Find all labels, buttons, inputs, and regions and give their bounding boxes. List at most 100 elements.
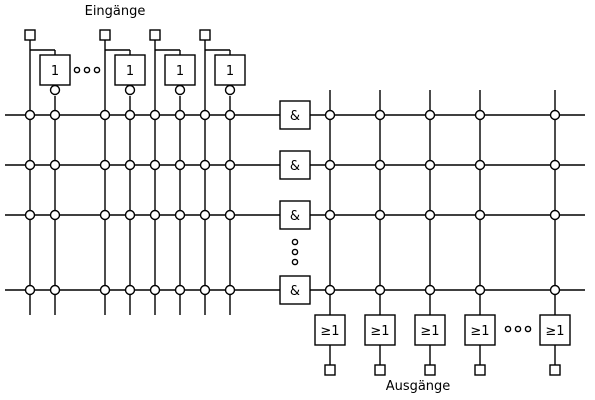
or-gate-label: ≥1: [545, 324, 564, 339]
or-gate-label: ≥1: [320, 324, 339, 339]
or-array-node: [549, 159, 561, 171]
inverter-gate-label: 1: [176, 64, 184, 79]
or-gate: [364, 314, 396, 346]
or-array-node: [424, 159, 436, 171]
inverter-gate: [39, 54, 71, 86]
or-gate: [414, 314, 446, 346]
ellipsis-dot: [291, 248, 299, 256]
or-array-node: [424, 109, 436, 121]
output-terminal: [474, 364, 486, 376]
and-array-node: [99, 284, 111, 296]
and-array-node: [149, 109, 161, 121]
outputs-label: Ausgänge: [386, 379, 451, 394]
or-array-node: [424, 284, 436, 296]
inverter-bubble: [124, 84, 136, 96]
or-array-node: [324, 109, 336, 121]
and-array-node: [124, 284, 136, 296]
and-array-node: [124, 209, 136, 221]
output-terminal: [549, 364, 561, 376]
inverter-gate-label: 1: [226, 64, 234, 79]
and-gate: [279, 100, 311, 130]
wires: [5, 40, 585, 365]
and-gate-label: &: [290, 159, 300, 174]
or-array-node: [474, 209, 486, 221]
and-array-node: [99, 209, 111, 221]
and-array-node: [174, 109, 186, 121]
and-gate: [279, 150, 311, 180]
and-array-node: [174, 284, 186, 296]
inverter-gate: [114, 54, 146, 86]
and-array-node: [24, 159, 36, 171]
or-array-node: [474, 159, 486, 171]
input-terminal: [149, 29, 161, 41]
and-array-node: [224, 284, 236, 296]
inverter-bubble: [174, 84, 186, 96]
ellipsis-dot: [83, 66, 91, 74]
input-terminal: [99, 29, 111, 41]
or-array-node: [324, 284, 336, 296]
and-array-node: [49, 284, 61, 296]
and-gate: [279, 200, 311, 230]
and-array-node: [174, 159, 186, 171]
ellipsis-dot: [73, 66, 81, 74]
and-array-node: [149, 159, 161, 171]
and-array-node: [124, 109, 136, 121]
or-array-node: [474, 109, 486, 121]
ellipsis-dot: [291, 238, 299, 246]
or-array-node: [324, 209, 336, 221]
or-gate: [314, 314, 346, 346]
and-array-node: [49, 109, 61, 121]
or-array-node: [374, 209, 386, 221]
and-array-node: [24, 284, 36, 296]
and-array-node: [199, 209, 211, 221]
and-gate-label: &: [290, 284, 300, 299]
and-array-node: [224, 109, 236, 121]
and-array-node: [49, 159, 61, 171]
or-array-node: [374, 109, 386, 121]
or-gate-label: ≥1: [470, 324, 489, 339]
or-gate-label: ≥1: [370, 324, 389, 339]
inputs-label: Eingänge: [85, 4, 146, 19]
or-array-node: [374, 159, 386, 171]
or-array-node: [324, 159, 336, 171]
and-array-node: [174, 209, 186, 221]
output-terminal: [374, 364, 386, 376]
and-array-node: [149, 209, 161, 221]
or-gate-label: ≥1: [420, 324, 439, 339]
and-array-node: [224, 209, 236, 221]
and-array-node: [49, 209, 61, 221]
inverter-bubble: [49, 84, 61, 96]
input-terminal: [24, 29, 36, 41]
ellipsis-dot: [504, 325, 512, 333]
and-array-node: [199, 109, 211, 121]
ellipsis-dot: [93, 66, 101, 74]
and-array-node: [99, 159, 111, 171]
or-array-node: [474, 284, 486, 296]
and-array-node: [24, 109, 36, 121]
ellipsis-dot: [291, 258, 299, 266]
or-array-node: [549, 109, 561, 121]
connection-nodes: [24, 84, 561, 296]
or-gate: [464, 314, 496, 346]
ellipsis-marks: [73, 66, 532, 333]
output-terminal: [324, 364, 336, 376]
and-array-node: [224, 159, 236, 171]
or-array-node: [374, 284, 386, 296]
input-terminal: [199, 29, 211, 41]
inverter-gate-label: 1: [126, 64, 134, 79]
and-array-node: [199, 159, 211, 171]
and-array-node: [24, 209, 36, 221]
output-terminal: [424, 364, 436, 376]
and-array-node: [149, 284, 161, 296]
and-gate-label: &: [290, 209, 300, 224]
and-array-node: [124, 159, 136, 171]
and-array-node: [99, 109, 111, 121]
or-gate: [539, 314, 571, 346]
ellipsis-dot: [524, 325, 532, 333]
or-array-node: [424, 209, 436, 221]
inverter-bubble: [224, 84, 236, 96]
inverter-gate-label: 1: [51, 64, 59, 79]
inverter-gate: [214, 54, 246, 86]
